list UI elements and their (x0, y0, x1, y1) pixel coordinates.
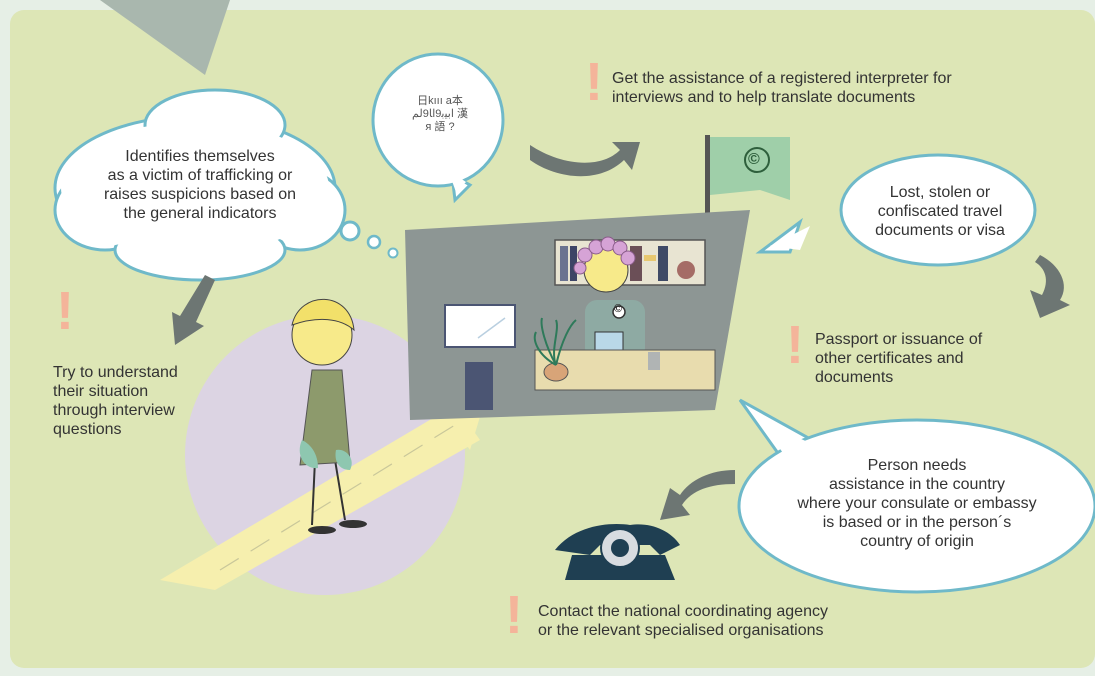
interpreter-line-1: Get the assistance of a registered inter… (612, 70, 952, 87)
person-legs (311, 459, 346, 526)
book-2 (570, 246, 577, 281)
interpreter-line-2: interviews and to help translate documen… (612, 89, 916, 106)
road-dash-line (219, 424, 456, 571)
lost-docs-bubble-icon (755, 153, 1037, 267)
understand-line-2: their situation (53, 383, 149, 400)
plant-leaves (533, 317, 577, 366)
thought-text: Identifies themselves as a victim of tra… (70, 147, 330, 223)
top-speech-tail-icon (100, 0, 230, 75)
lost-docs-line-1: Lost, stolen or (889, 184, 991, 201)
contact-line-1: Contact the national coordinating agency (538, 603, 828, 620)
person-hair (291, 298, 355, 332)
person-hand-right (335, 449, 352, 470)
flag-symbol: © (748, 151, 760, 168)
language-line-1: 日kııı a本 (417, 95, 463, 107)
book-5 (658, 246, 668, 281)
contact-text: Contact the national coordinating agency… (538, 602, 938, 640)
flag-pole (705, 135, 710, 215)
down-arrow-thought-icon (172, 275, 215, 345)
assistance-line-4: is based or in the person´s (822, 514, 1012, 531)
thought-dot-medium (366, 234, 382, 250)
thought-dot-large (339, 220, 361, 242)
thought-line-1: Identifies themselves (125, 148, 275, 165)
assistance-line-3: where your consulate or embassy (797, 495, 1037, 512)
window-glare (477, 317, 506, 339)
language-line-3: я 語 ? (425, 121, 455, 133)
passport-line-2: other certificates and (815, 350, 964, 367)
exclamation-icon-understand: ! (56, 281, 74, 341)
passport-line-1: Passport or issuance of (815, 331, 983, 348)
left-arrow-assistance-icon (660, 470, 735, 520)
clerk-badge (612, 305, 626, 319)
book-1 (560, 246, 568, 281)
exclamation-icon-interpreter: ! (585, 52, 603, 112)
language-bubble-text: 日kııı a本 ﺍﺑﻴﺑ9ﺍﺎ9ﻟﻢ 漢 я 語 ? (400, 95, 480, 134)
curved-arrow-icon (530, 142, 640, 177)
understand-line-4: questions (53, 421, 122, 438)
thought-line-4: the general indicators (123, 205, 277, 222)
assistance-line-5: country of origin (860, 533, 974, 550)
person-hand-left (299, 440, 318, 469)
vase (677, 261, 695, 279)
assistance-line-1: Person needs (867, 457, 967, 474)
assistance-text: Person needs assistance in the country w… (757, 456, 1077, 551)
lost-docs-line-3: documents or visa (875, 222, 1005, 239)
telephone-icon (555, 524, 680, 580)
passport-line-3: documents (815, 369, 894, 386)
language-line-2: ﺍﺑﻴﺑ9ﺍﺎ9ﻟﻢ 漢 (412, 108, 468, 120)
speech-bubble-icon (371, 52, 505, 204)
person-foot-left (308, 526, 336, 534)
thought-dot-small (387, 247, 399, 259)
understand-line-1: Try to understand (53, 364, 178, 381)
building-window (444, 304, 516, 348)
thought-bubble-icon (53, 88, 347, 282)
clerk-hair-curlers (573, 236, 636, 275)
exclamation-icon-passport: ! (786, 315, 804, 375)
thought-line-3: raises suspicions based on (103, 186, 297, 203)
road-path (160, 405, 480, 590)
person-foot-right (339, 520, 367, 528)
pen-cup (648, 352, 660, 370)
assistance-bubble-icon (737, 398, 1095, 594)
assistance-line-2: assistance in the country (828, 476, 1006, 493)
thought-line-2: as a victim of trafficking or (107, 167, 293, 184)
plant-pot (543, 362, 569, 382)
lost-docs-line-2: confiscated travel (877, 203, 1003, 220)
passport-text: Passport or issuance of other certificat… (815, 330, 1035, 387)
down-arrow-lost-docs-icon (1030, 255, 1070, 318)
exclamation-icon-contact: ! (505, 585, 523, 645)
interpreter-text: Get the assistance of a registered inter… (612, 69, 1062, 107)
understand-line-3: through interview (53, 402, 175, 419)
badge-symbol: © (614, 303, 623, 315)
book-4 (644, 255, 656, 261)
contact-line-2: or the relevant specialised organisation… (538, 622, 824, 639)
lost-docs-text: Lost, stolen or confiscated travel docum… (860, 183, 1020, 240)
flag-emblem (744, 147, 770, 173)
understand-text: Try to understand their situation throug… (53, 363, 233, 439)
building-door (465, 362, 493, 410)
